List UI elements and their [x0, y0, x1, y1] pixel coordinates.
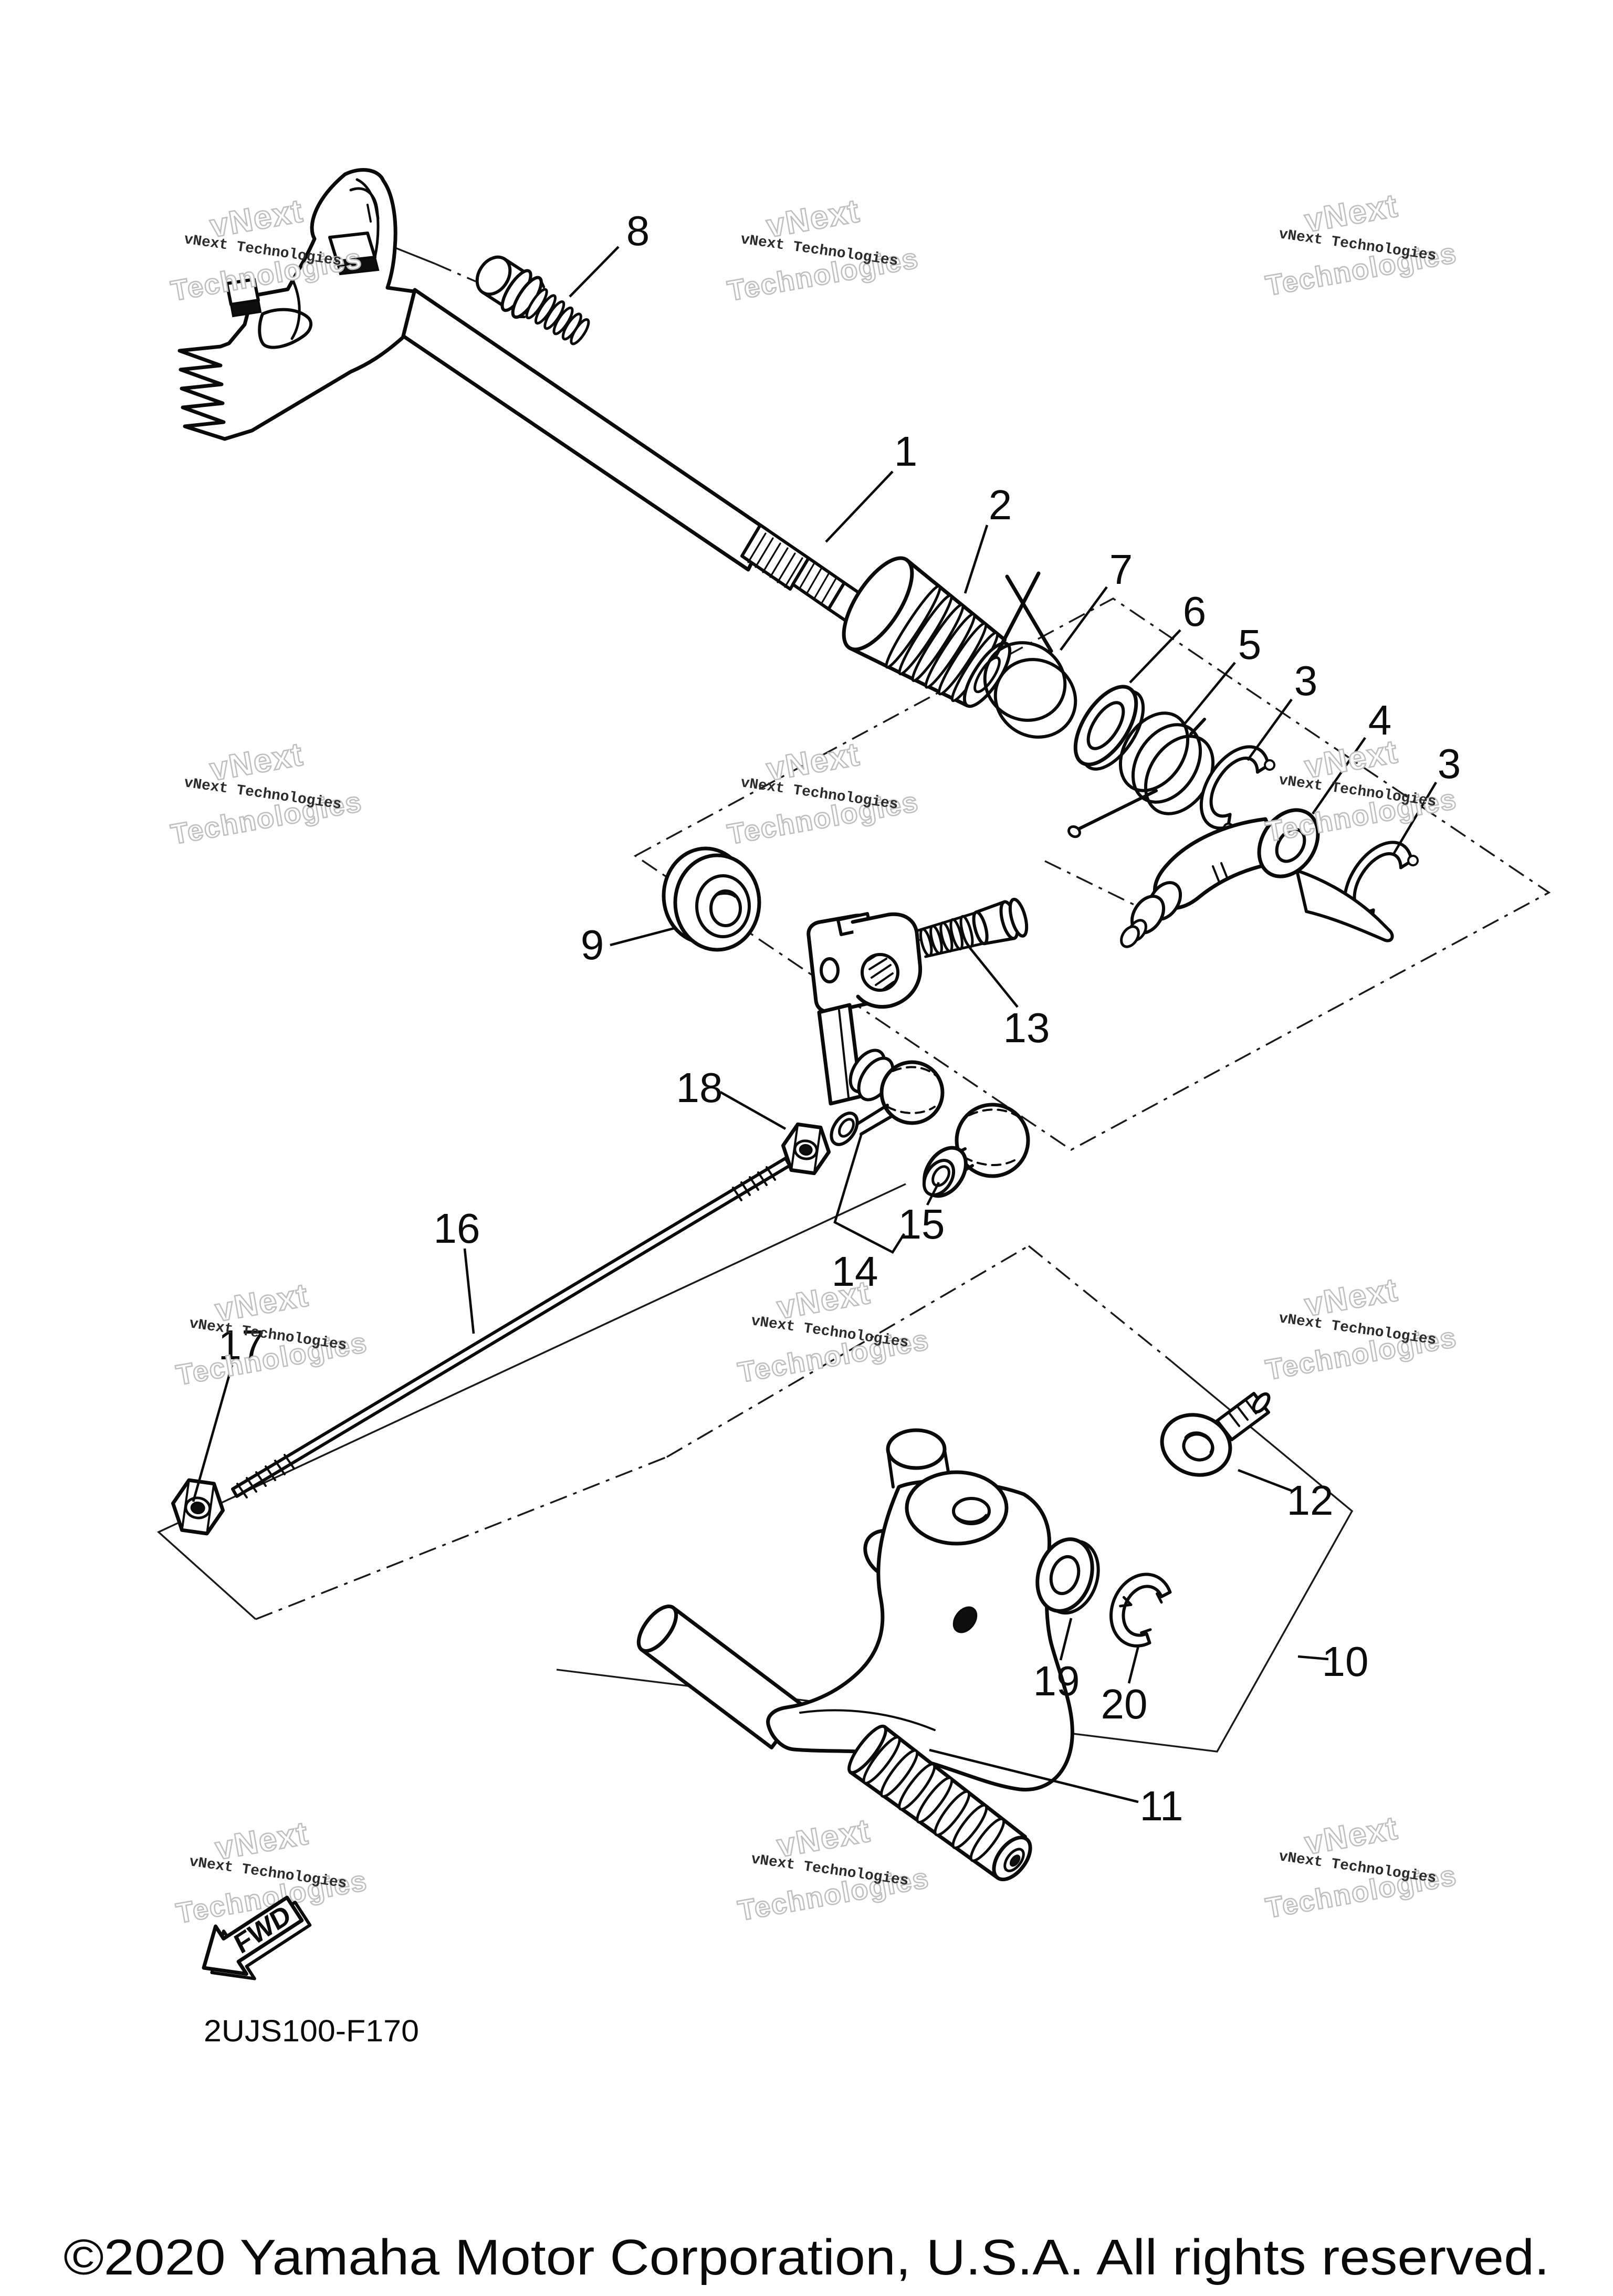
part-shift-rod — [231, 1157, 791, 1498]
copyright-line: ©2020 Yamaha Motor Corporation, U.S.A. A… — [64, 2229, 1549, 2285]
callout-13: 13 — [1003, 1004, 1050, 1051]
part-shift-pedal — [636, 1428, 1074, 1792]
part-boot — [842, 556, 1012, 708]
callout-6: 6 — [1183, 588, 1207, 635]
part-rod-end — [1160, 1392, 1271, 1477]
part-nut-17 — [171, 1478, 225, 1536]
part-pedal-rubber — [847, 1724, 1032, 1882]
part-e-clip — [1109, 1572, 1172, 1648]
callout-12: 12 — [1287, 1477, 1334, 1524]
callout-18: 18 — [676, 1064, 723, 1111]
shaft-body — [401, 288, 770, 572]
part-washer-19 — [1035, 1537, 1100, 1615]
part-bushing — [662, 846, 761, 952]
callout-3a: 3 — [1294, 657, 1318, 704]
callout-3b: 3 — [1438, 740, 1461, 787]
part-nut-18 — [781, 1122, 831, 1176]
callout-20: 20 — [1101, 1681, 1148, 1727]
part-stopper-bolt — [475, 255, 590, 345]
callout-16: 16 — [434, 1205, 480, 1252]
part-washer-6 — [1073, 685, 1145, 771]
callout-5: 5 — [1238, 621, 1262, 668]
callout-8: 8 — [626, 207, 650, 254]
callout-11: 11 — [1139, 1783, 1183, 1829]
leader-lines — [192, 246, 1437, 1804]
callout-19: 19 — [1033, 1658, 1080, 1704]
construction-box-rod — [156, 1183, 1029, 1620]
diagram-code: 2UJS100-F170 — [204, 2014, 419, 2048]
callout-1: 1 — [894, 428, 918, 475]
dashdot-box-lever-group — [633, 597, 1551, 1151]
callout-9: 9 — [581, 921, 604, 968]
callout-7: 7 — [1109, 546, 1133, 593]
part-shift-arm — [806, 912, 945, 1146]
callout-10: 10 — [1322, 1638, 1369, 1685]
part-ball-socket — [922, 1103, 1030, 1198]
part-bolt-13 — [917, 897, 1029, 958]
callout-2: 2 — [989, 481, 1012, 528]
part-spring-clip — [983, 571, 1077, 739]
callout-15: 15 — [898, 1201, 945, 1247]
